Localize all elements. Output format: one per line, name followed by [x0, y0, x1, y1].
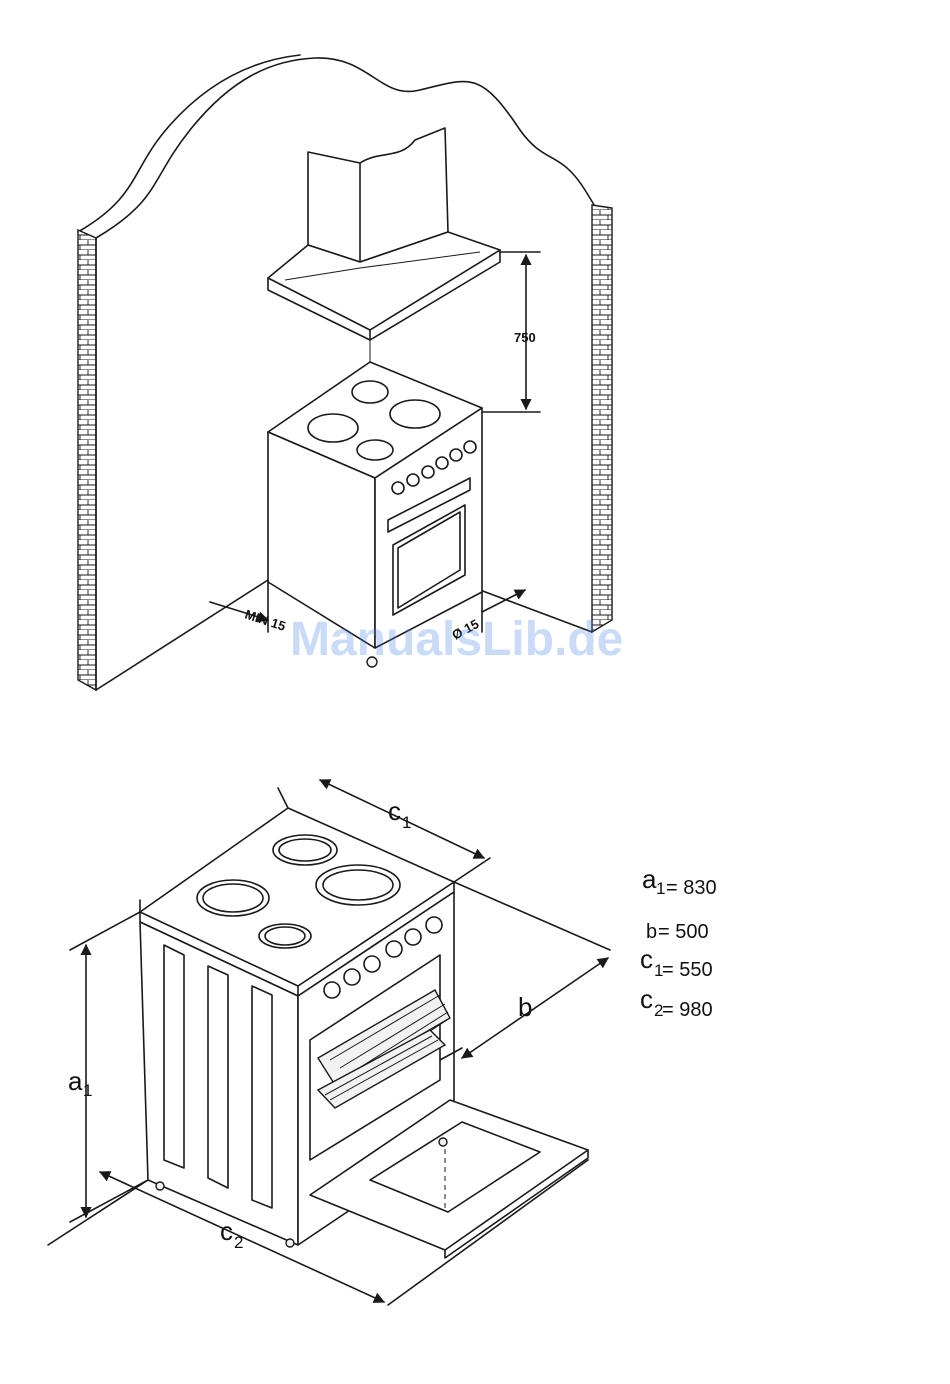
cooker-hood	[268, 128, 500, 340]
svg-text:= 980: = 980	[662, 999, 713, 1021]
svg-text:c: c	[640, 984, 653, 1014]
hood-height-label: 750	[514, 330, 536, 345]
b-dimension-label: b	[518, 992, 532, 1022]
svg-text:c: c	[220, 1216, 233, 1246]
left-brick-wall	[78, 230, 96, 690]
svg-text:c: c	[388, 796, 401, 826]
min-side-clearance-label: MIN 15	[243, 607, 287, 634]
svg-text:2: 2	[234, 1233, 243, 1252]
dimension-c1: c 1 = 550	[640, 944, 713, 981]
svg-text:b: b	[518, 992, 532, 1022]
svg-text:c: c	[640, 944, 653, 974]
right-brick-wall	[592, 205, 612, 632]
svg-text:1: 1	[402, 813, 411, 832]
appliance-dimensions-figure: c 1 b a 1 c 2 a 1 = 830	[48, 780, 717, 1305]
a1-dimension-label: a 1	[68, 1066, 92, 1100]
svg-text:= 830: = 830	[666, 877, 717, 899]
svg-text:1: 1	[83, 1081, 92, 1100]
svg-text:a: a	[68, 1066, 83, 1096]
svg-text:b: b	[646, 921, 657, 943]
svg-text:1: 1	[656, 879, 665, 898]
dimension-c2: c 2 = 980	[640, 984, 713, 1021]
watermark: ManualsLib.de	[290, 613, 623, 666]
svg-text:a: a	[642, 864, 657, 894]
svg-text:= 550: = 550	[662, 959, 713, 981]
c2-dimension-label: c 2	[220, 1216, 243, 1252]
dimensions-legend: a 1 = 830 b = 500 c 1 = 550 c 2 = 980	[640, 864, 717, 1021]
c1-dimension-label: c 1	[388, 796, 411, 832]
dimension-a1: a 1 = 830	[642, 864, 717, 899]
svg-text:= 500: = 500	[658, 921, 709, 943]
dimension-b: b = 500	[646, 921, 709, 943]
installation-clearance-figure: 750 MIN 15 Ø 15 Manua	[78, 55, 623, 690]
